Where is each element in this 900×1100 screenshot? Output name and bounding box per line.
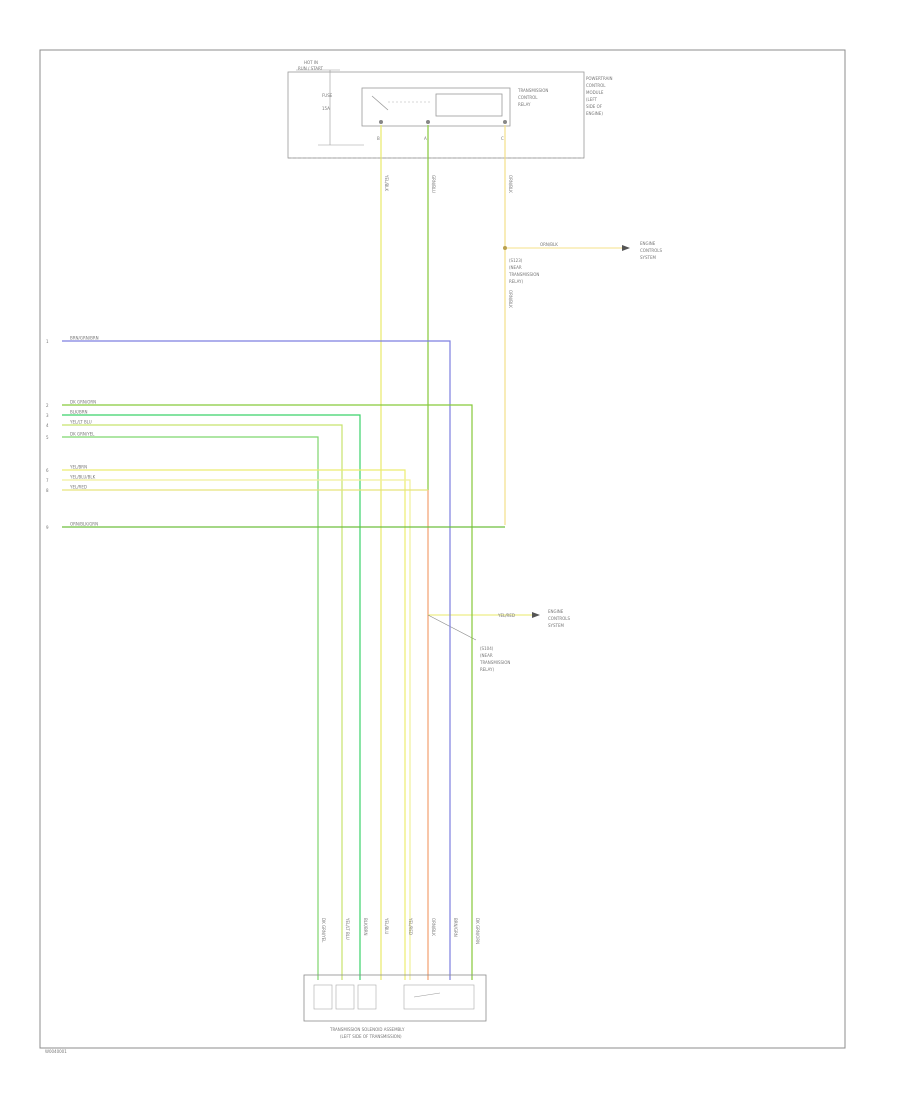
left-wire-7 [62,479,411,980]
solenoid-c [357,984,377,1010]
bottom-wire-label: DK GRN/YEL [321,918,326,943]
left-wire-num-5: 5 [46,435,49,440]
left-wire-5 [62,436,319,980]
splice-2-id-2: (NEAR [480,653,493,658]
left-wire-num-6: 6 [46,468,49,473]
splice-2-target-2: CONTROLS [548,616,571,621]
splice-2-wire: YEL/RED [497,613,515,618]
splice-1-id-3: TRANSMISSION [508,272,539,277]
relay-box [361,87,511,127]
bottom-wire-label: YEL/LT BLU [345,917,350,940]
left-wire-num-3: 3 [46,413,49,418]
splice-2-id-3: TRANSMISSION [479,660,510,665]
left-wire-3 [62,414,361,980]
bottom-wire-label: ORN/BLK [431,918,436,936]
bottom-wire-label: YEL/RED [408,917,413,935]
splice-2-arrow [532,612,540,618]
pcm-side-label-2: CONTROL [586,83,606,88]
left-wire-label-3: BLK/BRN [70,410,87,415]
splice-1-id-2: (NEAR [509,265,522,270]
splice-2-id-1: (S104) [480,646,494,651]
left-wire-1 [62,340,451,980]
diagram-frame [39,49,846,1049]
solenoid-a [313,984,333,1010]
vlabel-orn-blk-lower: ORN/BLK [508,290,513,308]
bottom-wire-label: BLK/BRN [363,918,368,935]
left-wire-label-7: YEL/BLU/BLK [69,475,96,480]
splice-2-leader [427,614,477,641]
left-wire-6 [62,469,406,980]
bottom-wire-label: DK GRN/ORN [475,918,480,944]
bottom-wire-label: BRN/GRN [453,918,458,937]
splice-1-target-2: CONTROLS [640,248,663,253]
pcm-side-label-4: (LEFT [586,97,598,102]
assembly-label-2: (LEFT SIDE OF TRANSMISSION) [340,1034,402,1039]
splice-1-target-1: ENGINE [640,241,656,246]
pcm-side-label-6: ENGINE) [586,111,603,116]
pcm-side-label-1: POWERTRAIN [586,76,613,81]
pin-label-b: B [377,136,380,141]
left-wire-label-2: DK GRN/ORN [70,400,96,405]
left-wire-label-5: DK GRN/YEL [70,432,95,437]
left-wire-2 [62,404,473,980]
pressure-switch [403,984,475,1010]
relay-pin-c [503,120,507,124]
relay-pin-a [426,120,430,124]
solenoid-b [335,984,355,1010]
footer-code: W0040001 [45,1049,67,1054]
splice-1-id-4: RELAY) [509,279,523,284]
assembly-box [303,974,487,1022]
splice-2-target-3: SYSTEM [548,623,564,628]
left-wire-num-2: 2 [46,403,49,408]
splice-2-id-4: RELAY) [480,667,494,672]
fuse-label: FUSE [322,93,333,98]
left-wire-label-9: ORN/BLK/GRN [70,522,98,527]
relay-block: HOT IN RUN / START FUSE 15A TRANSMISSION… [287,60,613,159]
left-wire-label-1: BRN/GRN/BRN [70,336,99,341]
bottom-wire-labels: DK GRN/YEL YEL/LT BLU BLK/BRN YEL/BLU YEL/RE… [321,917,480,944]
feed-label-2: RUN / START [298,66,323,71]
left-wire-label-6: YEL/BRN [69,465,87,470]
left-wire-num-4: 4 [46,423,49,428]
vlabel-grn-blu: GRN/BLU [431,175,436,193]
solenoid-assembly: TRANSMISSION SOLENOID ASSEMBLY (LEFT SID… [303,974,487,1039]
pcm-side-label-5: SIDE OF [586,104,603,109]
relay-wires [380,125,630,980]
assembly-label-1: TRANSMISSION SOLENOID ASSEMBLY [329,1027,405,1032]
splice-2-target-1: ENGINE [548,609,564,614]
pin-label-c: C [501,136,504,141]
left-wire-label-4: YEL/LT BLU [69,420,92,425]
splice-1-target-3: SYSTEM [640,255,656,260]
relay-contact [371,95,389,111]
splice-1-wire: ORN/BLK [540,242,558,247]
pin-label-a: A [424,136,427,141]
switch-contact [413,992,441,998]
vlabel-yel-blk: YEL/BLK [384,174,389,192]
relay-label-1: TRANSMISSION [517,88,548,93]
left-wire-num-7: 7 [46,478,49,483]
pcm-side-label-3: MODULE [586,90,604,95]
relay-pin-b [379,120,383,124]
relay-label-3: RELAY [518,102,531,107]
bottom-wire-label: YEL/BLU [384,917,389,934]
splice-1-dot [503,246,507,250]
left-wire-4 [62,424,343,980]
splice-1-arrow [622,245,630,251]
relay-coil [435,93,503,117]
feed-label-1: HOT IN [304,60,318,65]
relay-label-2: CONTROL [518,95,538,100]
splice-1-id-1: (S123) [509,258,523,263]
fuse-amps: 15A [322,106,330,111]
left-wire-label-8: YEL/RED [69,485,87,490]
left-wire-num-1: 1 [46,339,49,344]
left-wire-num-8: 8 [46,488,49,493]
vlabel-orn-blk: ORN/BLK [508,175,513,193]
left-wire-num-9: 9 [46,525,49,530]
